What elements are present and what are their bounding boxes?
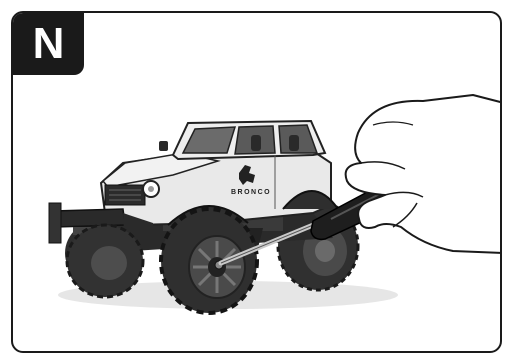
step-letter: N bbox=[33, 22, 65, 66]
hand bbox=[346, 95, 502, 253]
front-left-tire bbox=[67, 225, 143, 297]
truck-assembly-illustration: BRONCO bbox=[13, 13, 502, 353]
front-right-tire bbox=[161, 209, 257, 313]
step-label-badge: N bbox=[13, 13, 84, 75]
bronco-decal: BRONCO bbox=[231, 189, 271, 196]
instruction-step-panel: BRONCO bbox=[11, 11, 502, 353]
